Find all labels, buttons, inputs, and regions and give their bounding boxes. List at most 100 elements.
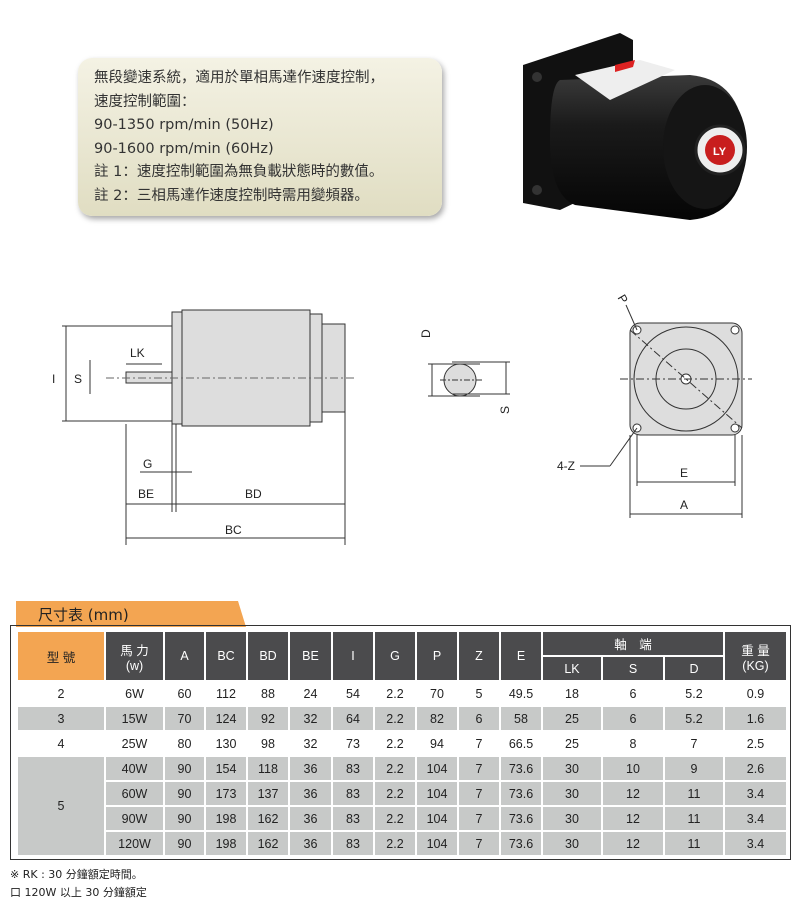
table-cell: 30: [541, 830, 603, 857]
table-cell: 40W: [104, 755, 165, 782]
note-line: 速度控制範圍：: [94, 93, 196, 110]
header-bc: BC: [204, 630, 248, 682]
header-e: E: [499, 630, 543, 682]
table-cell: 49.5: [499, 680, 543, 707]
table-cell: 7: [663, 730, 725, 757]
speed-control-note: 無段變速系統，適用於單相馬達作速度控制， 速度控制範圍： 90-1350 rpm…: [78, 58, 442, 216]
table-cell: 11: [663, 805, 725, 832]
dim-label-shaft-s: S: [498, 406, 512, 414]
table-cell: 12: [601, 830, 665, 857]
dim-label-d: D: [419, 329, 433, 338]
shaft-section-drawing: [428, 361, 510, 397]
table-cell: 162: [246, 830, 290, 857]
motor-photo: LY: [523, 33, 747, 220]
note-line: 無段變速系統，適用於單相馬達作速度控制，: [94, 70, 384, 86]
model-cell: 2: [16, 680, 106, 707]
header-lk: LK: [541, 655, 603, 682]
table-cell: 83: [331, 755, 375, 782]
dimension-drawings: I S LK G BE BD BC D S P 4-Z E A: [52, 292, 752, 545]
table-cell: 83: [331, 805, 375, 832]
table-cell: 90: [163, 780, 206, 807]
table-cell: 82: [415, 705, 459, 732]
dim-label-4z: 4-Z: [557, 459, 575, 473]
table-cell: 2.2: [373, 780, 417, 807]
table-cell: 88: [246, 680, 290, 707]
table-cell: 130: [204, 730, 248, 757]
table-cell: 5: [457, 680, 501, 707]
table-cell: 32: [288, 705, 333, 732]
dim-label-be: BE: [138, 487, 154, 501]
table-cell: 6W: [104, 680, 165, 707]
table-cell: 64: [331, 705, 375, 732]
table-cell: 2.6: [723, 755, 788, 782]
table-cell: 12: [601, 780, 665, 807]
table-cell: 104: [415, 780, 459, 807]
table-cell: 73: [331, 730, 375, 757]
table-cell: 36: [288, 755, 333, 782]
table-cell: 2.2: [373, 680, 417, 707]
dim-label-p: P: [615, 292, 631, 306]
table-cell: 198: [204, 805, 248, 832]
table-cell: 83: [331, 830, 375, 857]
table-cell: 7: [457, 755, 501, 782]
model-cell: 3: [16, 705, 106, 732]
dim-label-g: G: [143, 457, 152, 471]
dim-label-e: E: [680, 466, 688, 480]
table-cell: 5.2: [663, 680, 725, 707]
table-cell: 25W: [104, 730, 165, 757]
table-cell: 24: [288, 680, 333, 707]
table-title: 尺寸表 (mm): [38, 606, 129, 624]
dimension-table: 型 號 馬 力(w) A BC BD BE I G P Z E 軸 端 重 量(…: [16, 630, 788, 857]
table-cell: 7: [457, 780, 501, 807]
table-cell: 30: [541, 780, 603, 807]
note-line: 註 1：速度控制範圍為無負載狀態時的數值。: [94, 164, 384, 180]
table-cell: 10: [601, 755, 665, 782]
table-cell: 25: [541, 705, 603, 732]
table-cell: 6: [457, 705, 501, 732]
table-cell: 173: [204, 780, 248, 807]
table-cell: 15W: [104, 705, 165, 732]
table-cell: 54: [331, 680, 375, 707]
table-cell: 36: [288, 780, 333, 807]
header-power: 馬 力(w): [104, 630, 165, 682]
table-cell: 2.2: [373, 730, 417, 757]
table-cell: 3.4: [723, 805, 788, 832]
table-cell: 6: [601, 705, 665, 732]
header-a: A: [163, 630, 206, 682]
dimension-table-frame: 型 號 馬 力(w) A BC BD BE I G P Z E 軸 端 重 量(…: [10, 625, 791, 860]
table-cell: 9: [663, 755, 725, 782]
table-cell: 104: [415, 805, 459, 832]
table-cell: 112: [204, 680, 248, 707]
header-model: 型 號: [16, 630, 106, 682]
header-be: BE: [288, 630, 333, 682]
table-cell: 5.2: [663, 705, 725, 732]
dim-label-i: I: [52, 372, 55, 386]
table-cell: 2.2: [373, 705, 417, 732]
table-cell: 73.6: [499, 755, 543, 782]
dim-label-lk: LK: [130, 346, 145, 360]
table-cell: 36: [288, 805, 333, 832]
table-cell: 12: [601, 805, 665, 832]
side-view-drawing: [62, 309, 355, 545]
table-cell: 2.2: [373, 805, 417, 832]
table-cell: 32: [288, 730, 333, 757]
table-cell: 2.2: [373, 830, 417, 857]
header-d: D: [663, 655, 725, 682]
table-cell: 25: [541, 730, 603, 757]
header-p: P: [415, 630, 459, 682]
table-cell: 2.5: [723, 730, 788, 757]
table-cell: 154: [204, 755, 248, 782]
table-cell: 7: [457, 730, 501, 757]
table-cell: 94: [415, 730, 459, 757]
table-cell: 124: [204, 705, 248, 732]
table-cell: 90: [163, 805, 206, 832]
table-cell: 92: [246, 705, 290, 732]
header-weight: 重 量(KG): [723, 630, 788, 682]
table-cell: 1.6: [723, 705, 788, 732]
table-cell: 66.5: [499, 730, 543, 757]
table-cell: 120W: [104, 830, 165, 857]
